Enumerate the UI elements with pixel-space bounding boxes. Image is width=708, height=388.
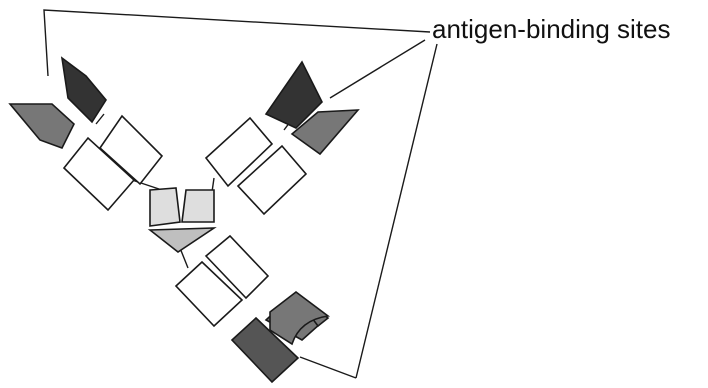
hinge-right-domain [181,189,215,223]
right-arm [204,60,360,216]
left-arm-light-constant-domain [62,136,136,212]
left-arm [8,56,164,212]
right-arm-heavy-variable-domain [264,60,323,129]
bottom-arm-dark-variable-domain [230,316,300,384]
right-arm-light-variable-domain [290,109,360,156]
left-arm-heavy-constant-domain [98,114,164,186]
leader-line-left [43,9,431,77]
leader-lines [43,9,438,379]
hinge-left-domain [149,187,181,227]
hinge-region [147,187,217,253]
left-arm-heavy-variable-domain [60,56,107,124]
connector-left-vh [95,113,105,125]
leader-line-right-arm [329,39,426,99]
bottom-arm-concave-binding-domain [269,290,331,346]
right-arm-heavy-constant-domain [204,116,274,188]
bottom-arm-upper-left-constant-domain [174,260,244,328]
connector-bottom-hinge [179,247,189,269]
antigen-binding-sites-label: antigen-binding sites [432,14,671,44]
leader-line-bottom-arm [355,43,438,379]
hinge-fc-wedge-domain [147,227,217,253]
bottom-arm [174,234,331,384]
leader-line-bottom-return [299,356,357,379]
left-arm-light-variable-domain [8,103,75,149]
right-arm-light-constant-domain [236,144,308,216]
bottom-arm-upper-right-constant-domain [204,234,270,300]
